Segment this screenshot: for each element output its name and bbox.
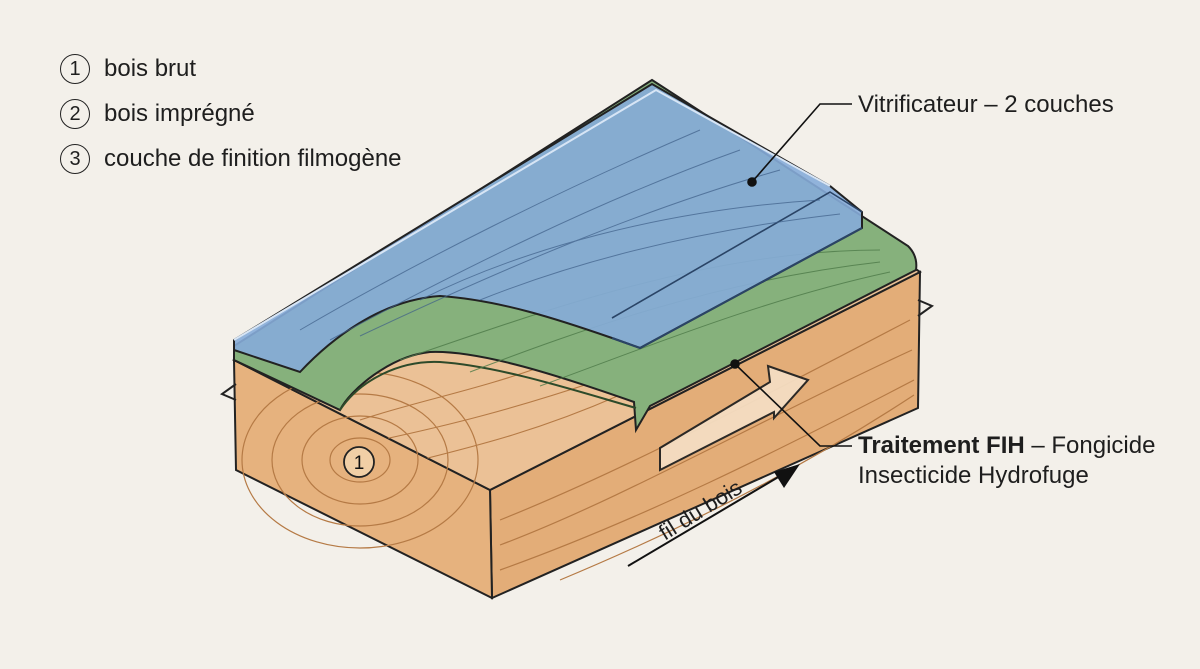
varnish-layer bbox=[233, 82, 863, 374]
callout-treatment: Traitement FIH – Fongicide Insecticide H… bbox=[858, 431, 1155, 491]
legend-item-impregnated: 2 bois imprégné bbox=[60, 97, 402, 131]
impregnated-edge bbox=[339, 360, 637, 411]
callout-treatment-line2: Insecticide Hydrofuge bbox=[858, 462, 1089, 489]
callout-varnish-text: Vitrificateur – 2 couches bbox=[858, 91, 1114, 118]
varnish-step bbox=[611, 191, 863, 319]
legend-label: bois brut bbox=[104, 55, 197, 82]
varnish-surface bbox=[233, 82, 863, 374]
varnish-rim bbox=[233, 88, 831, 341]
break-notch-left bbox=[219, 383, 237, 401]
varnish-edge-front bbox=[611, 227, 863, 350]
legend-label: couche de finition filmogène bbox=[104, 145, 402, 172]
legend-item-finish: 3 couche de finition filmogène bbox=[60, 142, 402, 176]
legend-label: bois imprégné bbox=[104, 100, 255, 127]
callout-varnish: Vitrificateur – 2 couches bbox=[858, 90, 1114, 120]
marker-raw-text: 1 bbox=[354, 453, 365, 474]
legend-num: 3 bbox=[60, 144, 90, 174]
leader-lines bbox=[730, 103, 852, 447]
grain-hollow-arrow bbox=[659, 364, 810, 472]
legend-num: 1 bbox=[60, 54, 90, 84]
grain-direction-arrow bbox=[627, 464, 800, 567]
legend: 1 bois brut 2 bois imprégné 3 couche de … bbox=[60, 52, 402, 187]
callout-treatment-bold: Traitement FIH bbox=[858, 432, 1025, 459]
varnish-grain bbox=[299, 129, 841, 341]
legend-item-raw: 1 bois brut bbox=[60, 52, 402, 86]
callout-treatment-line1: Traitement FIH – Fongicide bbox=[858, 431, 1155, 461]
callout-treatment-rest: – Fongicide bbox=[1024, 432, 1156, 459]
legend-num: 2 bbox=[60, 99, 90, 129]
leader-varnish bbox=[751, 103, 852, 183]
marker-raw-wood: 1 bbox=[343, 446, 375, 478]
break-notch-right bbox=[917, 299, 935, 317]
top-raw-grain bbox=[359, 359, 621, 461]
leader-treatment bbox=[734, 363, 852, 447]
